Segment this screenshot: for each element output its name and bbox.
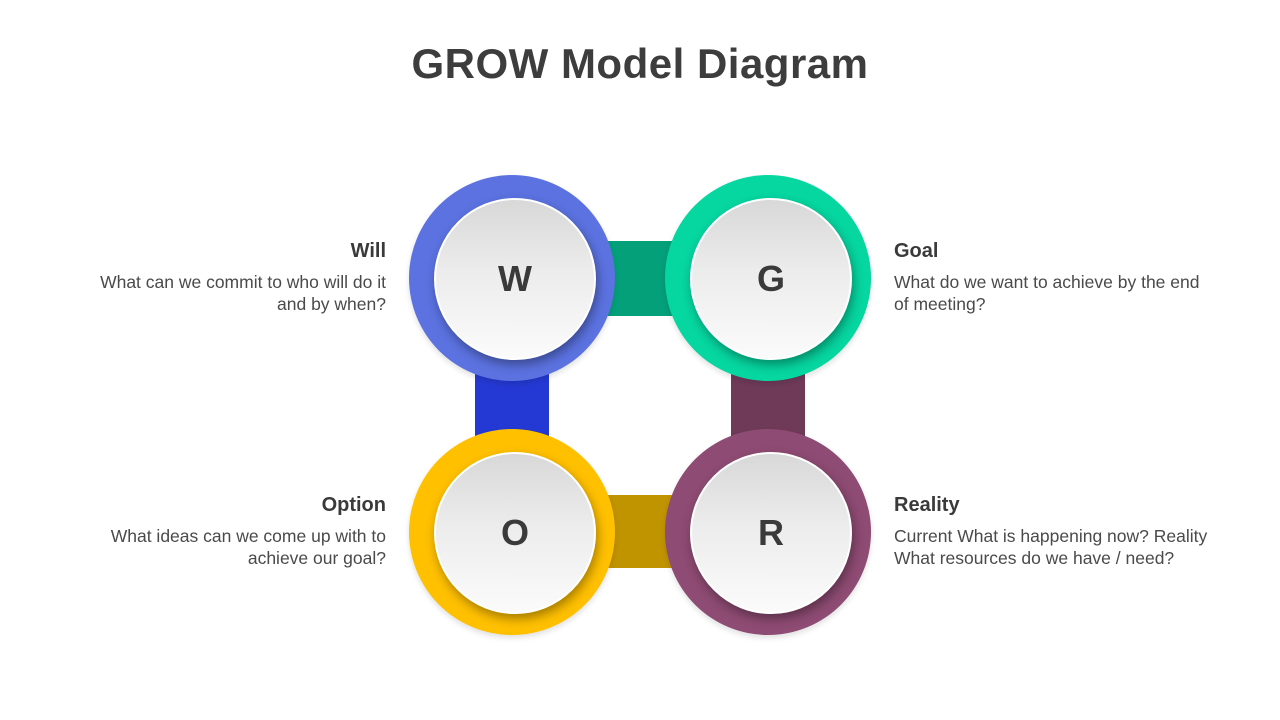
will-heading: Will [350,240,386,262]
will-description: What can we commit to who will do it and… [56,271,386,315]
option-desc-line2: achieve our goal? [247,548,386,568]
option-letter: O [500,512,529,553]
option-description: What ideas can we come up with to achiev… [56,525,386,569]
option-heading: Option [321,494,386,516]
reality-letter: R [758,512,784,553]
will-desc-line1: What can we commit to who will do it [100,272,386,292]
option-text: Option What ideas can we come up with to… [56,494,386,569]
reality-description: Current What is happening now? Reality W… [894,525,1224,569]
will-letter: W [498,258,532,299]
reality-disc: R [690,452,852,614]
will-desc-line2: and by when? [277,294,386,314]
will-ring: W [409,175,615,381]
goal-text: Goal What do we want to achieve by the e… [894,240,1224,315]
goal-ring: G [665,175,871,381]
reality-desc-line1: Current What is happening now? Reality [894,526,1208,546]
reality-heading: Reality [894,494,960,516]
reality-text: Reality Current What is happening now? R… [894,494,1224,569]
will-disc: W [434,198,596,360]
goal-disc: G [690,198,852,360]
goal-desc-line1: What do we want to achieve by the end [894,272,1200,292]
option-desc-line1: What ideas can we come up with to [110,526,386,546]
reality-desc-line2: What resources do we have / need? [894,548,1175,568]
page-title: GROW Model Diagram [411,40,869,87]
option-disc: O [434,452,596,614]
goal-heading: Goal [894,240,939,262]
goal-letter: G [756,258,785,299]
reality-ring: R [665,429,871,635]
goal-description: What do we want to achieve by the end of… [894,271,1224,315]
option-ring: O [409,429,615,635]
goal-desc-line2: of meeting? [894,294,986,314]
will-text: Will What can we commit to who will do i… [56,240,386,315]
